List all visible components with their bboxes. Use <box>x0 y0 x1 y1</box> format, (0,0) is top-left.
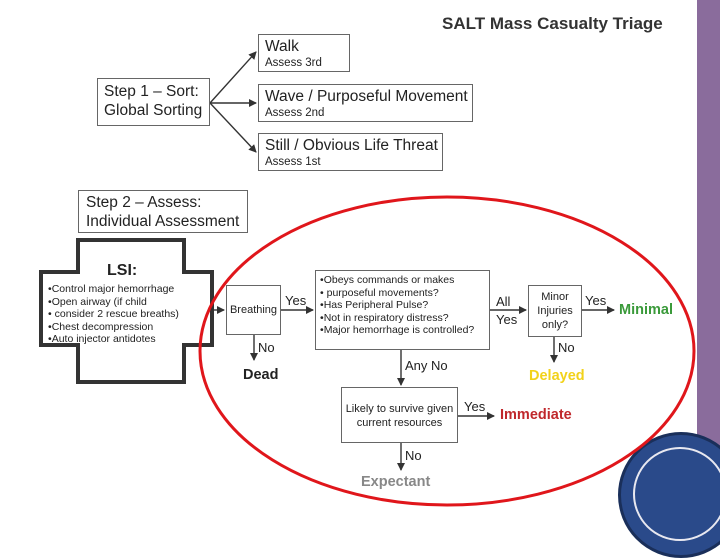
still-box: Still / Obvious Life Threat Assess 1st <box>258 133 443 171</box>
lsi-item: Chest decompression <box>48 321 179 334</box>
step1-box: Step 1 – Sort: Global Sorting <box>97 78 210 126</box>
no-label: No <box>558 340 575 355</box>
likely-line: Likely to survive given <box>345 403 454 415</box>
no-label: No <box>258 340 275 355</box>
step2-box: Step 2 – Assess: Individual Assessment <box>78 190 248 233</box>
likely-line: current resources <box>356 417 443 429</box>
minor-line: Minor <box>541 291 569 303</box>
outcome-delayed: Delayed <box>529 368 585 384</box>
step2-line2: Individual Assessment <box>86 213 240 230</box>
lsi-heading: LSI: <box>107 262 138 279</box>
still-label: Still / Obvious Life Threat <box>265 137 438 154</box>
outcome-minimal: Minimal <box>619 302 673 318</box>
walk-label: Walk <box>265 38 299 55</box>
page-title: SALT Mass Casualty Triage <box>442 14 663 33</box>
outcome-immediate: Immediate <box>500 407 572 423</box>
yes-label: Yes <box>496 312 518 327</box>
likely-survive-box: Likely to survive given current resource… <box>341 387 458 443</box>
criteria-item: purposeful movements? <box>320 287 485 300</box>
criteria-item: Not in respiratory distress? <box>320 312 485 325</box>
connector-lines <box>39 51 696 507</box>
no-label: No <box>405 448 422 463</box>
minor-line: Injuries <box>537 305 573 317</box>
criteria-box: Obeys commands or makes purposeful movem… <box>315 270 490 350</box>
criteria-item: Major hemorrhage is controlled? <box>320 324 485 337</box>
step1-line1: Step 1 – Sort: <box>104 83 199 100</box>
yes-label: Yes <box>585 293 607 308</box>
lsi-item: Auto injector antidotes <box>48 333 179 346</box>
yes-label: Yes <box>285 293 307 308</box>
wave-sub: Assess 2nd <box>265 107 325 119</box>
sidebar-strip <box>697 0 720 540</box>
minor-line: only? <box>541 319 569 331</box>
still-sub: Assess 1st <box>265 156 321 168</box>
step1-line2: Global Sorting <box>104 102 203 119</box>
walk-box: Walk Assess 3rd <box>258 34 350 72</box>
outcome-dead: Dead <box>243 367 279 383</box>
criteria-item: Obeys commands or makes <box>320 274 485 287</box>
any-no-label: Any No <box>405 358 448 373</box>
lsi-item: Open airway (if child <box>48 296 179 309</box>
criteria-item: Has Peripheral Pulse? <box>320 299 485 312</box>
wave-label: Wave / Purposeful Movement <box>265 88 468 105</box>
yes-label: Yes <box>464 399 486 414</box>
walk-sub: Assess 3rd <box>265 57 322 69</box>
step2-line1: Step 2 – Assess: <box>86 194 202 211</box>
criteria-list: Obeys commands or makes purposeful movem… <box>320 274 485 337</box>
lsi-list: Control major hemorrhage Open airway (if… <box>48 283 179 346</box>
breathing-label: Breathing <box>229 304 278 316</box>
lsi-item: Control major hemorrhage <box>48 283 179 296</box>
all-label: All <box>496 294 511 309</box>
outcome-expectant: Expectant <box>361 474 431 490</box>
lsi-item: consider 2 rescue breaths) <box>48 308 179 321</box>
breathing-box: Breathing <box>226 285 281 335</box>
wave-box: Wave / Purposeful Movement Assess 2nd <box>258 84 473 122</box>
minor-injuries-box: Minor Injuries only? <box>528 285 582 337</box>
